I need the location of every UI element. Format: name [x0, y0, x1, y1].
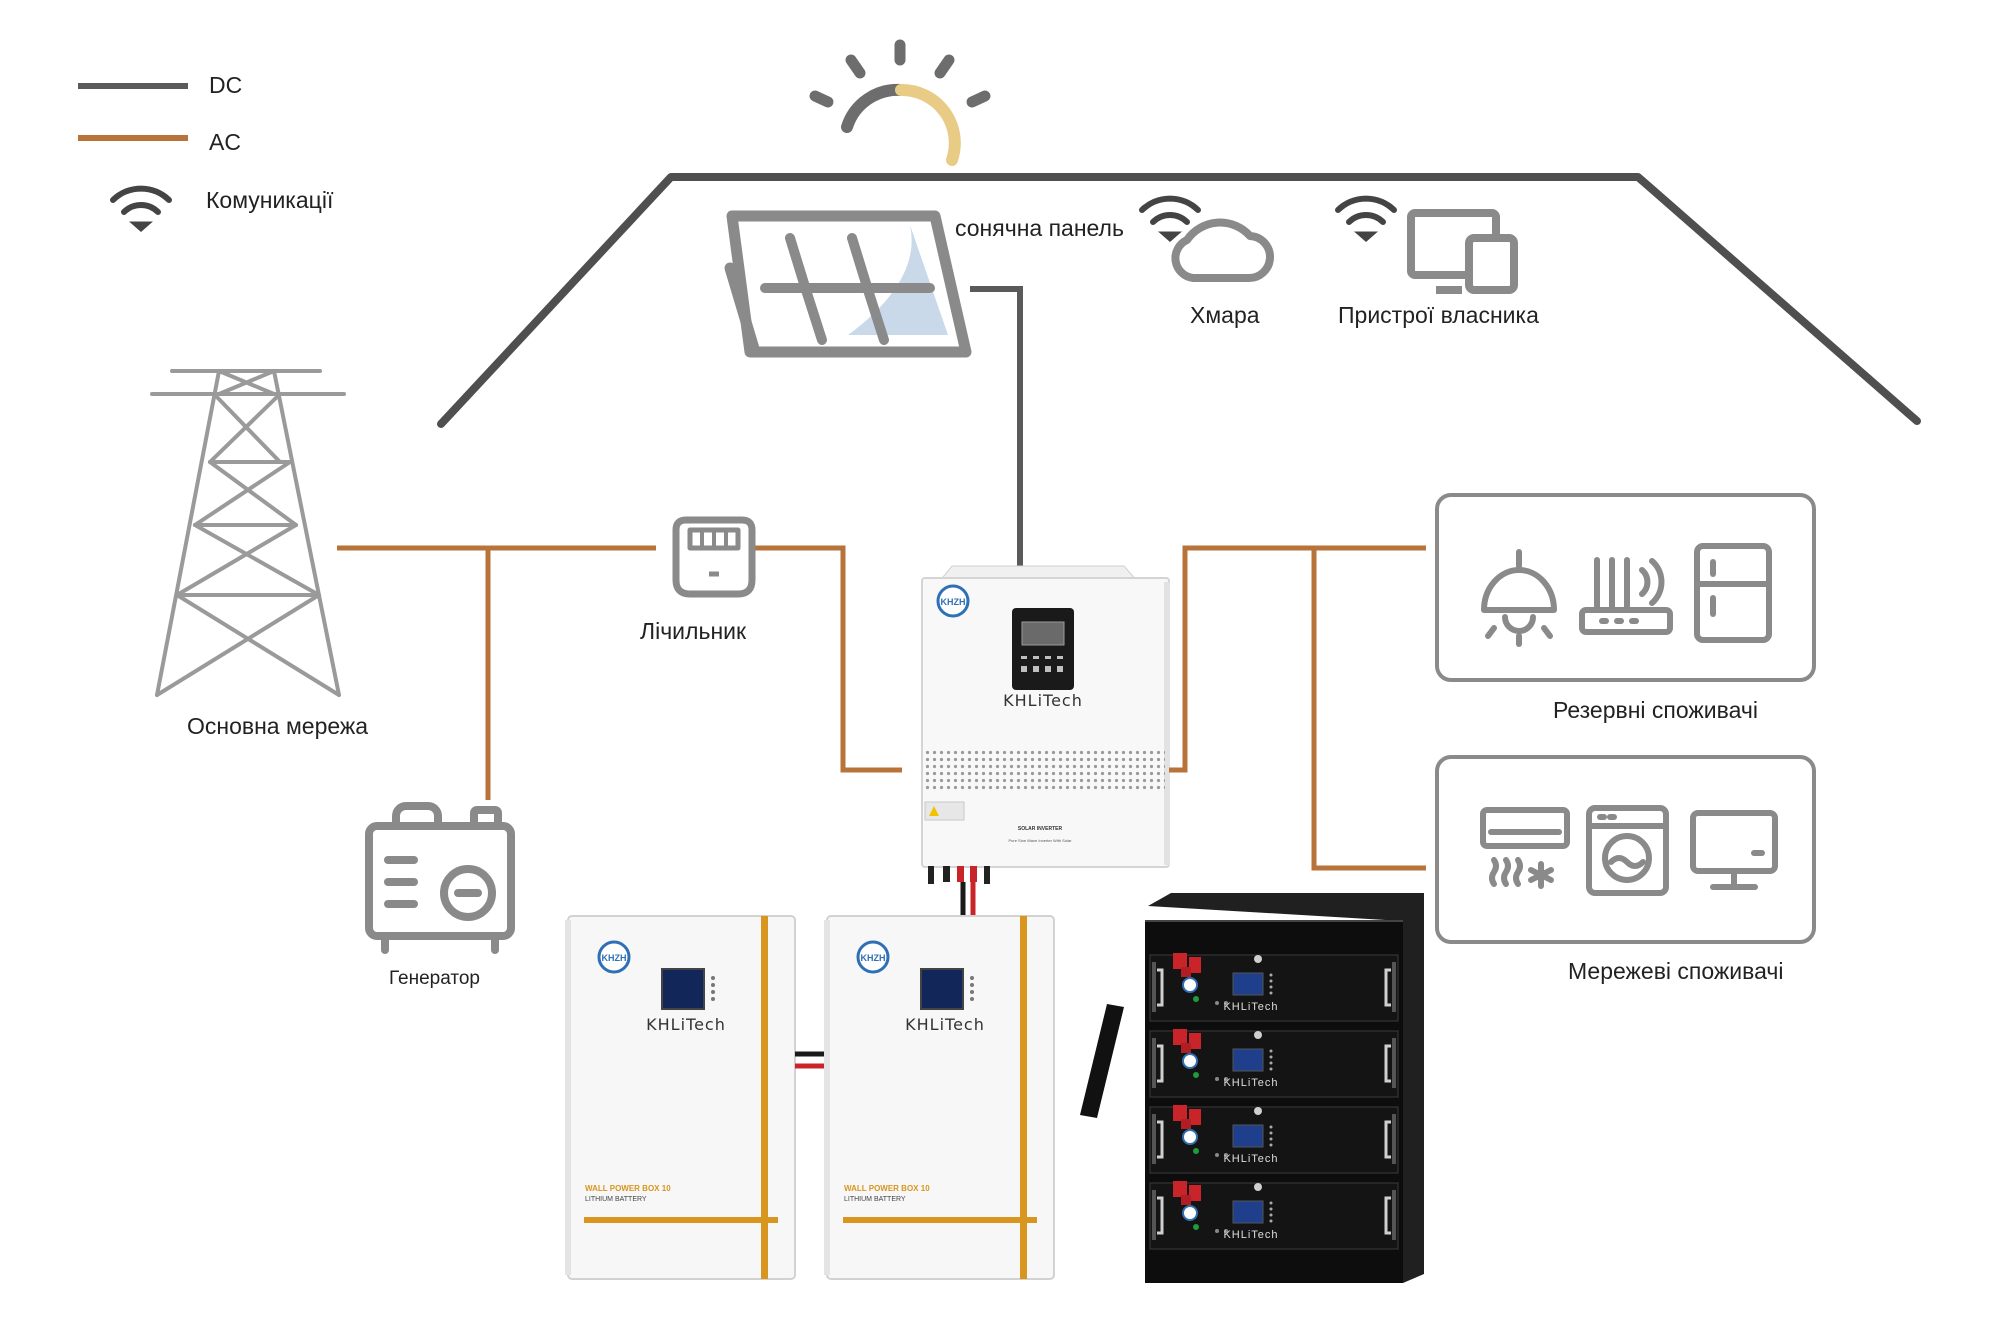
ceiling-lamp-icon — [1481, 549, 1557, 647]
rack-module-3-brand: KHLiTech — [1223, 1153, 1278, 1165]
air-conditioner-icon — [1480, 807, 1570, 889]
house-roof-outline — [437, 173, 1921, 428]
inverter-brand: KHLiTech — [1003, 691, 1083, 710]
devices-icon — [1407, 209, 1518, 294]
rack-module-1-brand: KHLiTech — [1223, 1001, 1278, 1013]
wall-battery-2: KHZH KHLiTech WALL POWER BOX 10 LITHIUM … — [824, 915, 1055, 1280]
backup-loads-box — [1435, 493, 1816, 682]
dc-line-solar-inverter — [970, 286, 1023, 568]
wall-battery-1-display — [661, 968, 705, 1010]
inverter-vents — [925, 750, 1165, 792]
wall-battery-1-model: WALL POWER BOX 10 — [585, 1184, 671, 1193]
inverter-buttons — [1021, 656, 1063, 672]
rack-module-4: KHLiTech — [1149, 1181, 1399, 1250]
dc-cables-inverter-battery — [960, 882, 976, 916]
main-grid-label: Основна мережа — [187, 713, 368, 739]
rack-module-3: KHLiTech — [1149, 1105, 1399, 1174]
power-tower-icon — [150, 369, 346, 697]
legend: DC AC Комуникації — [78, 72, 334, 232]
cloud-label: Хмара — [1190, 302, 1260, 328]
cloud-icon — [1171, 218, 1274, 282]
wall-battery-2-brand: KHLiTech — [905, 1015, 985, 1034]
monitor-icon — [1690, 810, 1778, 890]
wifi-icon — [110, 185, 172, 232]
rack-module-4-brand: KHLiTech — [1223, 1229, 1278, 1241]
wall-battery-2-display — [920, 968, 964, 1010]
ac-wiring-left — [337, 545, 902, 800]
grid-loads-box — [1435, 755, 1816, 944]
backup-loads-label: Резервні споживачі — [1553, 697, 1758, 723]
solar-panel-icon — [724, 210, 972, 358]
fridge-icon — [1694, 543, 1772, 643]
rack-module-1: KHLiTech — [1149, 953, 1399, 1022]
router-icon — [1579, 557, 1673, 635]
wall-battery-1: KHZH KHLiTech WALL POWER BOX 10 LITHIUM … — [565, 915, 796, 1280]
rack-module-2-brand: KHLiTech — [1223, 1077, 1278, 1089]
solar-panel-label: сонячна панель — [955, 215, 1124, 241]
wall-battery-2-type: LITHIUM BATTERY — [844, 1196, 906, 1203]
legend-dc-label: DC — [209, 72, 242, 98]
owner-devices-label: Пристрої власника — [1338, 302, 1539, 328]
inverter-logo-badge — [936, 584, 970, 618]
legend-comm-label: Комуникації — [206, 187, 334, 213]
inverter-badge-text: KHZH — [941, 597, 966, 607]
inverter-terminals — [928, 866, 990, 884]
wall-battery-1-type: LITHIUM BATTERY — [585, 1196, 647, 1203]
wall-battery-1-badge: KHZH — [602, 953, 627, 963]
inverter-display-screen — [1021, 621, 1065, 646]
meter-icon — [672, 516, 756, 598]
wall-battery-2-model: WALL POWER BOX 10 — [844, 1184, 930, 1193]
legend-ac-label: AC — [209, 129, 241, 155]
wifi-icon — [1335, 195, 1397, 242]
ac-wiring-right — [1169, 545, 1426, 871]
rack-module-2: KHLiTech — [1149, 1029, 1399, 1098]
sun-icon — [809, 39, 991, 166]
generator-label: Генератор — [389, 968, 480, 989]
inverter-control-panel — [1012, 608, 1074, 690]
solar-inverter: KHZH KHLiTech SOLAR INVERTER Pure Sine W… — [921, 565, 1170, 884]
inverter-subtitle: Pure Sine Wave Inverter With Solar — [1009, 838, 1073, 843]
separator-slash — [1080, 1004, 1124, 1118]
battery-parallel-cables — [795, 1051, 827, 1069]
meter-label: Лічильник — [640, 618, 747, 644]
washing-machine-icon — [1586, 805, 1669, 896]
grid-loads-label: Мережеві споживачі — [1568, 958, 1784, 984]
wifi-icon — [1139, 195, 1201, 242]
inverter-model: SOLAR INVERTER — [1018, 826, 1063, 832]
wall-battery-1-brand: KHLiTech — [646, 1015, 726, 1034]
inverter-warning-label — [924, 801, 965, 821]
wall-battery-2-badge: KHZH — [861, 953, 886, 963]
generator-icon — [365, 802, 515, 954]
